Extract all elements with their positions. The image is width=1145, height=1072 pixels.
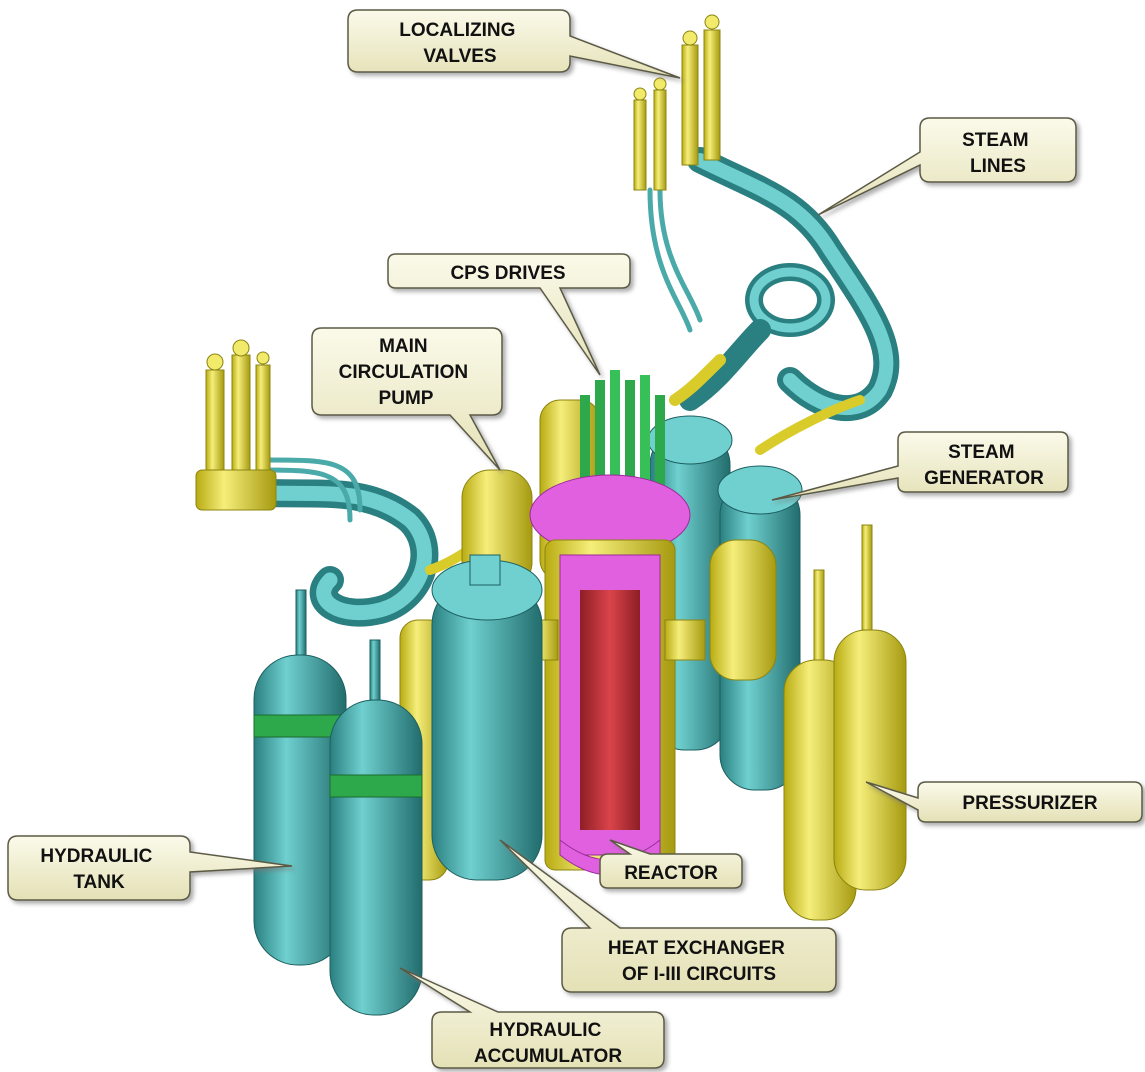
cps-drives-label: CPS DRIVES <box>450 263 565 284</box>
main-circulation-pump-right <box>710 540 776 680</box>
steam-generator-callout <box>772 432 1068 500</box>
pressurizers <box>784 525 906 920</box>
heat-exchanger <box>432 555 542 880</box>
reactor-label: REACTOR <box>624 863 718 884</box>
steam-lines <box>650 160 886 450</box>
steam-lines-callout <box>818 118 1076 215</box>
pressurizer-label: PRESSURIZER <box>962 793 1097 814</box>
localizing-valves-left <box>196 340 276 510</box>
